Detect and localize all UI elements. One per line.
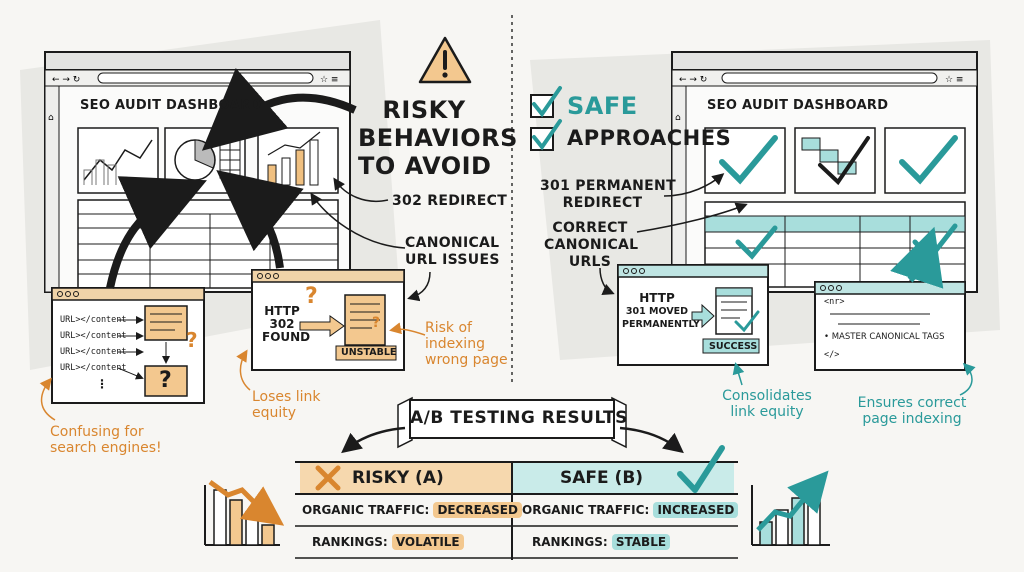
risky-traffic: ORGANIC TRAFFIC: DECREASED [302, 502, 522, 518]
risky-heading-line-1: RISKY [382, 96, 466, 124]
safe-heading-line-2: APPROACHES [567, 126, 732, 150]
warning-icon [418, 36, 472, 84]
svg-text:← → ↻: ← → ↻ [679, 75, 707, 85]
note-consolidates-line-1: Consolidates [722, 388, 812, 404]
svg-text:☆ ≡: ☆ ≡ [945, 75, 963, 85]
nav-buttons-icon: ← → ↻ [52, 75, 80, 85]
note-confusing-line-1: Confusing for [50, 424, 144, 440]
left-dashboard-title: SEO AUDIT DASHBOARD [80, 98, 262, 113]
safe-traffic-label: ORGANIC TRAFFIC: [522, 503, 650, 517]
ab-banner [341, 396, 684, 454]
http-301-label: HTTP 301 MOVED PERMANENTLY [622, 291, 700, 331]
unstable-badge: UNSTABLE [341, 347, 397, 358]
risky-heading-line-3: TO AVOID [358, 152, 492, 180]
risky-heading-line-2: BEHAVIORS [358, 124, 518, 152]
note-risk-indexing: Risk of indexing wrong page [425, 320, 508, 368]
code-master-tags: • MASTER CANONICAL TAGS [824, 332, 945, 342]
callout-301-line-1: 301 PERMANENT [540, 178, 676, 194]
http-302-code: 302 [269, 317, 295, 331]
http-302-status: FOUND [262, 330, 311, 344]
note-consolidates: Consolidates link equity [712, 388, 822, 420]
callout-301-redirect: 301 PERMANENT REDIRECT [540, 178, 676, 212]
success-badge: SUCCESS [709, 341, 758, 352]
url-row: URL></content [60, 363, 127, 373]
risky-traffic-label: ORGANIC TRAFFIC: [302, 503, 430, 517]
note-confusing: Confusing for search engines! [50, 424, 162, 456]
risky-heading: RISKY BEHAVIORS TO AVOID [358, 96, 518, 180]
note-ensures-line-2: page indexing [862, 411, 962, 427]
risky-traffic-value: DECREASED [433, 502, 522, 518]
http-302-http: HTTP [264, 304, 300, 318]
url-row-more: ⋮ [96, 377, 108, 391]
callout-canonical-line-2: URL ISSUES [405, 252, 500, 268]
right-browser-window: ← → ↻ ☆ ≡ ⌂ [671, 51, 978, 293]
safe-rank-label: RANKINGS: [532, 535, 608, 549]
trend-up-chart-icon [751, 470, 830, 546]
safe-rank-value: STABLE [611, 534, 671, 550]
http-301-status-1: 301 MOVED [625, 306, 689, 317]
http-301-status-2: PERMANENTLY [622, 319, 700, 330]
trend-down-chart-icon [204, 479, 285, 546]
right-http-301-window [617, 264, 769, 366]
left-browser-window: ← → ↻ ☆ ≡ ⌂ [44, 51, 351, 293]
note-risk-line-1: Risk of [425, 320, 472, 336]
svg-text:☆ ≡: ☆ ≡ [320, 75, 338, 85]
http-301-http: HTTP [639, 291, 675, 305]
x-mark-icon [315, 465, 341, 491]
risky-rank-label: RANKINGS: [312, 535, 388, 549]
note-risk-line-2: indexing [425, 336, 485, 352]
home-icon: ⌂ [48, 113, 54, 123]
url-row: URL></content [60, 347, 127, 357]
question-mark: ? [159, 368, 172, 393]
risky-rankings: RANKINGS: VOLATILE [312, 534, 464, 550]
checkbox-checked-icon [530, 86, 562, 151]
arrow-http-up [216, 170, 304, 269]
doc-question-mark: ? [372, 315, 381, 331]
note-loses-link: Loses link equity [252, 389, 321, 421]
url-row: URL></content [60, 315, 127, 325]
note-ensures: Ensures correct page indexing [852, 395, 972, 427]
question-mark: ? [186, 328, 198, 352]
note-consolidates-line-2: link equity [730, 404, 804, 420]
safe-rankings: RANKINGS: STABLE [532, 534, 671, 550]
ab-title: A/B TESTING RESULTS [410, 408, 628, 428]
safe-heading-line-1: SAFE [567, 92, 638, 120]
note-loses-line-1: Loses link [252, 389, 321, 405]
left-http-302-window [251, 269, 405, 371]
callout-correct-line-1: CORRECT [552, 220, 628, 236]
http-question-mark: ? [305, 284, 318, 309]
note-confusing-line-2: search engines! [50, 440, 162, 456]
callout-301-line-2: REDIRECT [562, 195, 643, 211]
code-close-tag: </> [824, 350, 840, 360]
callout-correct-line-2: CANONICAL [544, 237, 639, 253]
callout-canonical-issues: CANONICAL URL ISSUES [405, 235, 500, 269]
note-risk-line-3: wrong page [425, 352, 508, 368]
risky-rank-value: VOLATILE [391, 534, 464, 550]
code-master-tags-text: MASTER CANONICAL TAGS [831, 332, 945, 342]
right-dashboard-title: SEO AUDIT DASHBOARD [707, 98, 889, 113]
callout-correct-canonical: CORRECT CANONICAL URLS [544, 220, 639, 271]
url-row: URL></content [60, 331, 127, 341]
arrow-urlwindow-up [106, 176, 207, 289]
risky-header: RISKY (A) [352, 468, 444, 488]
safe-header: SAFE (B) [560, 468, 644, 488]
check-mark-icon [677, 445, 725, 493]
safe-traffic: ORGANIC TRAFFIC: INCREASED [522, 502, 739, 518]
callout-correct-line-3: URLS [568, 254, 612, 270]
code-open-tag: <nr> [824, 297, 845, 307]
left-url-window [51, 287, 205, 404]
arrow-risky-to-dashboard [201, 68, 357, 151]
note-loses-line-2: equity [252, 405, 297, 421]
safe-traffic-value: INCREASED [653, 502, 739, 518]
callout-302-redirect: 302 REDIRECT [392, 193, 508, 209]
callout-canonical-line-1: CANONICAL [405, 235, 500, 251]
note-ensures-line-1: Ensures correct [857, 395, 967, 411]
http-302-label: HTTP 302 FOUND [262, 304, 311, 344]
svg-text:⌂: ⌂ [675, 113, 681, 123]
